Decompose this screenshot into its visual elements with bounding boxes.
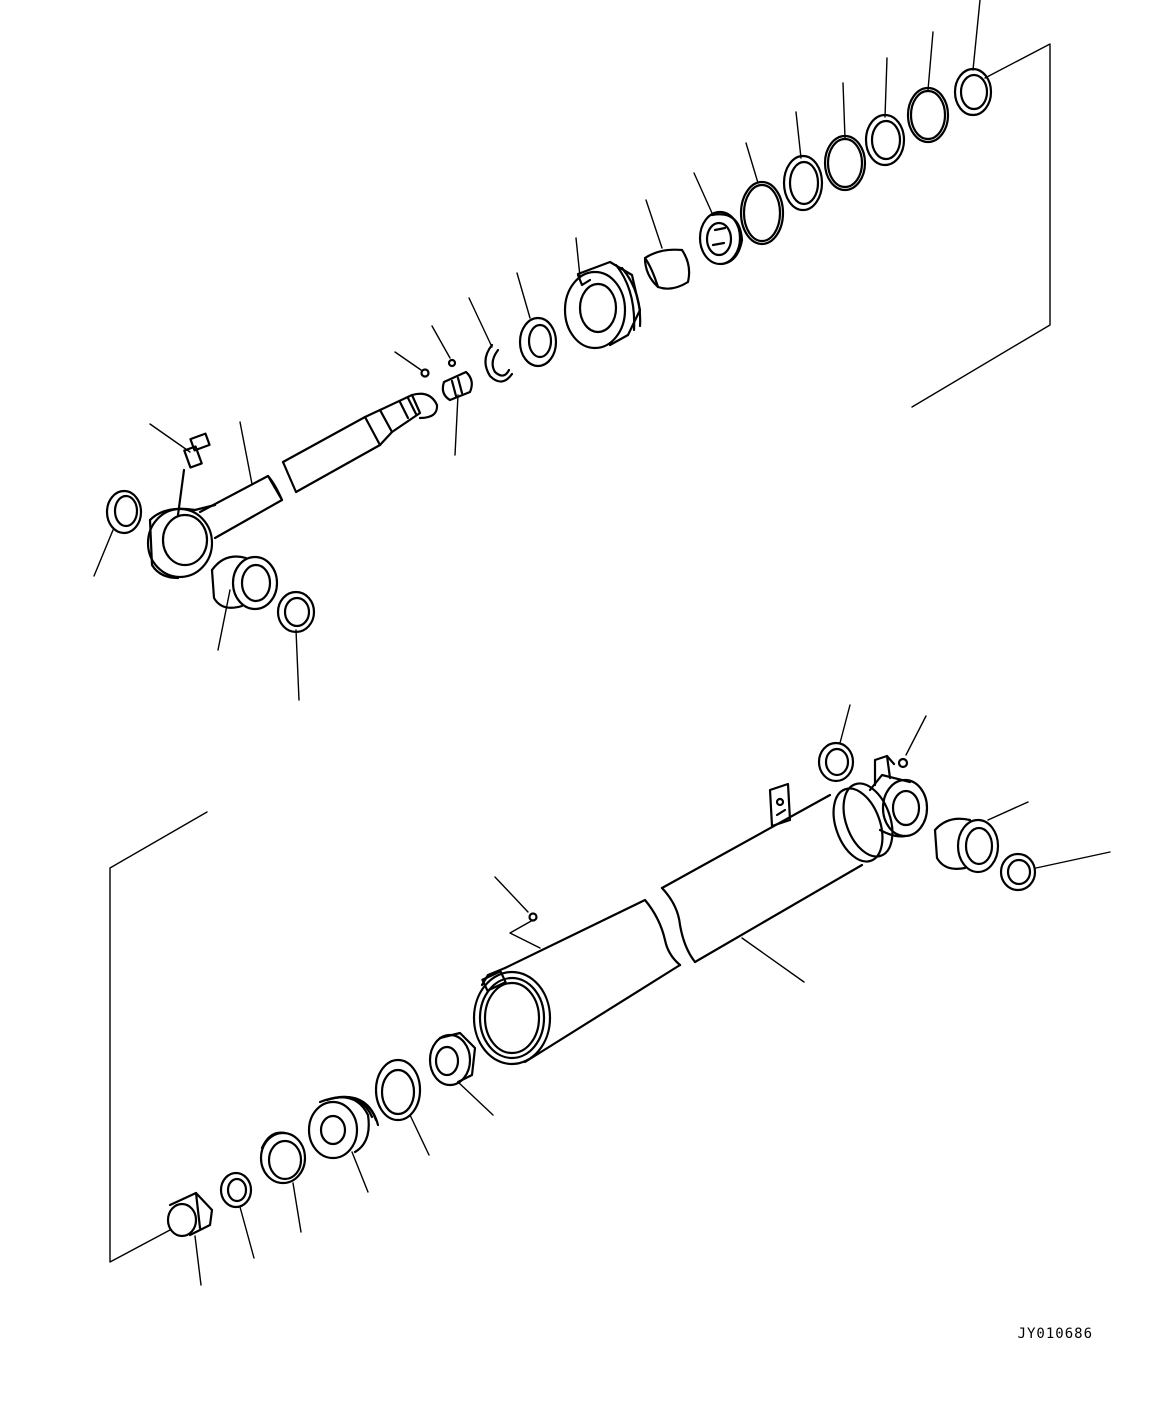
bushing <box>210 555 279 611</box>
rod-shaft <box>198 392 439 540</box>
dust-seal-left <box>105 489 143 535</box>
cap-nut <box>166 1191 214 1238</box>
cylinder-tube-assembly <box>166 704 1111 1286</box>
leader-lines-bottom <box>194 704 1111 1286</box>
small-ball <box>447 358 457 368</box>
small-ring <box>219 1171 253 1209</box>
wear-ring <box>374 1058 422 1122</box>
cylinder-tube-rear <box>660 782 894 964</box>
grease-nipple <box>897 757 909 769</box>
dust-seal-right <box>276 590 316 634</box>
piston-nut <box>428 1031 477 1087</box>
o-ring-3 <box>906 86 950 144</box>
mounting-bracket <box>768 782 792 828</box>
figure-id-label: JY010686 <box>1017 1326 1093 1342</box>
piston-sleeve <box>643 248 691 290</box>
assembly-bracket-bottom <box>109 811 208 1263</box>
backup-ring-3 <box>953 67 993 117</box>
piston-seal <box>259 1131 307 1185</box>
assembly-bracket-top <box>911 43 1051 408</box>
cylinder-head <box>563 260 642 350</box>
leader-lines-top <box>93 0 981 701</box>
tube-bushing <box>933 817 1000 874</box>
snap-ring <box>484 343 514 383</box>
dust-seal-tube-right <box>999 852 1037 892</box>
o-ring-2 <box>823 134 867 192</box>
piston-rod-assembly <box>93 0 993 701</box>
plunger-pin <box>441 370 473 402</box>
washer <box>518 316 558 368</box>
backup-ring-1 <box>782 154 824 212</box>
grease-fitting <box>176 432 211 517</box>
ball <box>420 368 430 378</box>
dust-seal-tube-top <box>817 741 855 783</box>
tube-eye <box>868 754 929 838</box>
o-ring-1 <box>739 180 785 246</box>
backup-ring-2 <box>864 113 906 167</box>
piston <box>698 210 744 266</box>
rod-eye <box>146 503 217 580</box>
piston-grooved <box>307 1095 380 1160</box>
cylinder-tube-front <box>472 898 682 1066</box>
